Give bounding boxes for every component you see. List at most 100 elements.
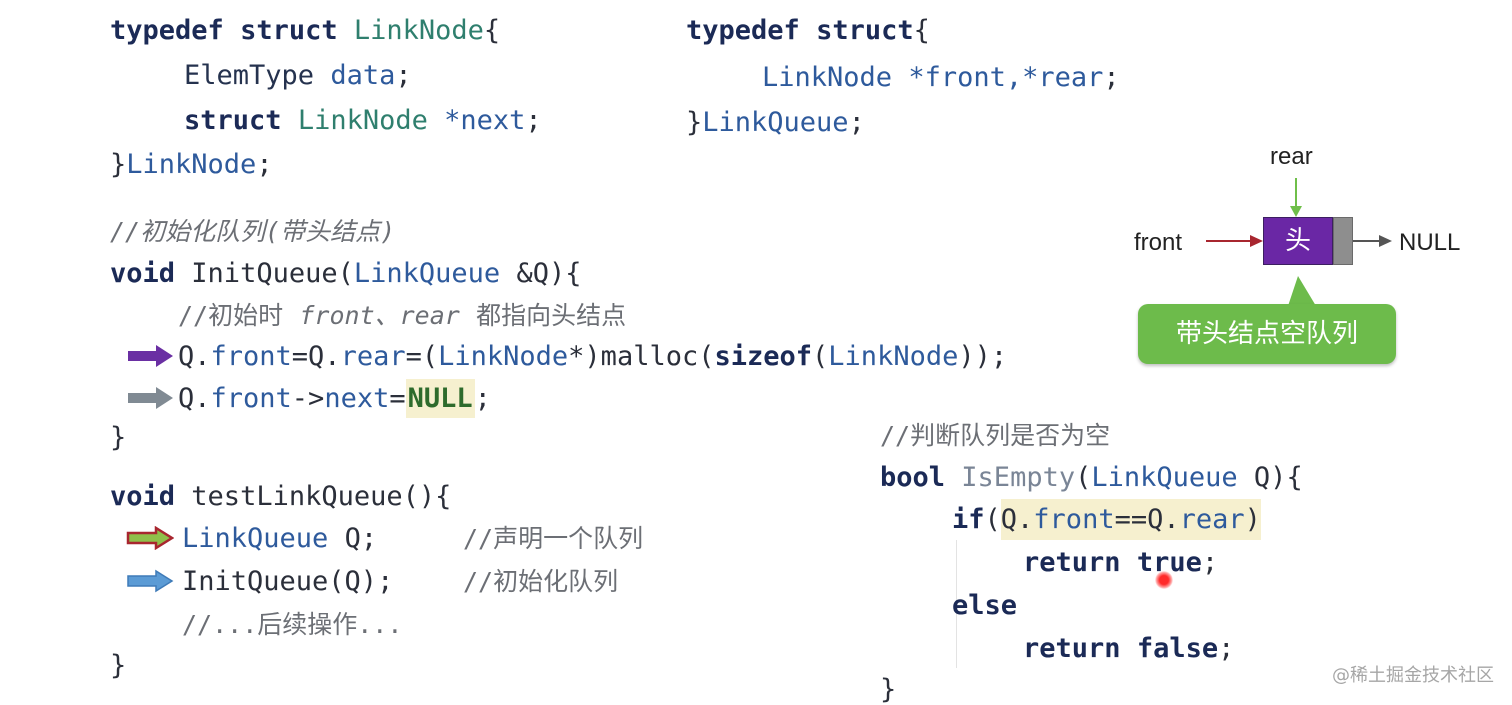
callout-pointer [1288, 276, 1316, 306]
code-line: }LinkQueue; [686, 109, 865, 136]
punct: } [110, 422, 127, 453]
keyword: true [1136, 547, 1202, 578]
code-line: typedef struct LinkNode{ [110, 17, 500, 44]
identifier: Q. [178, 383, 211, 414]
keyword: return [1023, 547, 1121, 578]
keyword: bool [880, 462, 946, 493]
keyword: sizeof [714, 341, 813, 372]
code-line: //初始化队列(带头结点) [110, 218, 395, 245]
purple-arrow-icon [128, 345, 173, 367]
punct: = [389, 383, 406, 414]
keyword: struct [184, 105, 282, 136]
type-name: LinkNode [126, 149, 257, 180]
code-line: } [110, 652, 126, 679]
head-node-pointer [1333, 217, 1353, 265]
punct: } [880, 674, 897, 705]
indent-guide [956, 540, 957, 668]
code-comment: //...后续操作... [182, 610, 403, 639]
type-name: LinkNode [353, 15, 484, 46]
code-line: void InitQueue(LinkQueue &Q){ [110, 260, 581, 287]
punct: } [686, 107, 703, 138]
type-name: LinkNode [297, 105, 428, 136]
punct: ( [984, 504, 1001, 535]
identifier: *front,*rear [908, 62, 1104, 93]
punct: ; [474, 383, 491, 414]
rear-arrow-icon [1290, 178, 1302, 217]
code-line: if(Q.front==Q.rear) [952, 499, 1261, 540]
code-line: return true; [1023, 549, 1218, 576]
null-arrow-icon [1353, 235, 1392, 247]
punct: ( [812, 341, 829, 372]
punct: ( [1075, 462, 1092, 493]
punct: =Q. [291, 341, 341, 372]
punct: ( [337, 258, 354, 289]
blue-arrow-icon [127, 569, 174, 593]
function-name: InitQueue [191, 258, 338, 289]
punct: ; [525, 105, 542, 136]
keyword: struct [240, 15, 338, 46]
code-line: typedef struct{ [686, 17, 930, 44]
red-green-arrow-icon [126, 526, 174, 550]
code-line: bool IsEmpty(LinkQueue Q){ [880, 464, 1303, 491]
code-line: ElemType data; [184, 62, 412, 89]
type-name: LinkNode [438, 341, 569, 372]
head-node: 头 [1263, 217, 1353, 265]
keyword: else [952, 590, 1018, 621]
keyword: typedef [686, 15, 800, 46]
code-comment: front、rear [299, 301, 460, 330]
code-line: return false; [1023, 635, 1234, 662]
identifier: Q){ [1237, 462, 1303, 493]
keyword: struct [816, 15, 914, 46]
identifier: Q; [344, 523, 378, 554]
empty-queue-callout: 带头结点空队列 [1138, 304, 1396, 364]
punct: ; [1201, 547, 1219, 578]
punct: ){ [548, 258, 582, 289]
code-line: LinkNode *front,*rear; [762, 64, 1120, 91]
keyword: false [1136, 633, 1219, 664]
type-name: LinkNode [762, 62, 893, 93]
front-label: front [1134, 229, 1183, 256]
type-name: LinkNode [828, 341, 959, 372]
highlighted-null: NULL [405, 379, 475, 418]
punct: ; [848, 107, 865, 138]
function-name: IsEmpty [961, 462, 1076, 493]
code-line: //初始化队列 [463, 568, 618, 595]
rear-label: rear [1270, 143, 1313, 170]
code-line: else [952, 592, 1017, 619]
punct: } [110, 650, 127, 681]
code-line: //初始时 front、rear 都指向头结点 [178, 302, 626, 329]
punct: ; [256, 149, 273, 180]
punct: =( [405, 341, 439, 372]
punct: ; [395, 60, 412, 91]
identifier: data [330, 60, 396, 91]
code-line: //声明一个队列 [463, 525, 643, 552]
type-name: LinkQueue [353, 258, 501, 289]
keyword: if [952, 504, 985, 535]
code-comment: //初始化队列 [463, 567, 619, 596]
highlighted-condition: Q.front==Q.rear) [1000, 499, 1261, 540]
code-line: //判断队列是否为空 [880, 422, 1110, 449]
punct: { [913, 15, 930, 46]
type-name: LinkQueue [702, 107, 849, 138]
code-line: Q.front=Q.rear=(LinkNode*)malloc(sizeof(… [178, 343, 1007, 370]
punct: ; [1218, 633, 1235, 664]
code-line: void testLinkQueue(){ [110, 483, 451, 510]
identifier: *next [444, 105, 526, 136]
code-line: //...后续操作... [182, 611, 402, 638]
type-name: ElemType [184, 60, 315, 91]
code-line: }LinkNode; [110, 151, 273, 178]
code-line: } [110, 424, 126, 451]
identifier: Q. [178, 341, 211, 372]
code-line: InitQueue(Q); [182, 568, 393, 595]
code-comment: //声明一个队列 [463, 524, 644, 553]
code-comment: //判断队列是否为空 [880, 421, 1111, 450]
front-arrow-icon [1206, 235, 1263, 247]
gray-arrow-icon [128, 387, 173, 409]
code-line: LinkQueue Q; [182, 525, 377, 552]
punct: -> [291, 383, 325, 414]
type-name: LinkQueue [182, 523, 329, 554]
code-comment: //初始化队列(带头结点) [110, 217, 396, 246]
punct: } [110, 149, 127, 180]
keyword: void [110, 481, 176, 512]
null-label: NULL [1399, 229, 1461, 256]
